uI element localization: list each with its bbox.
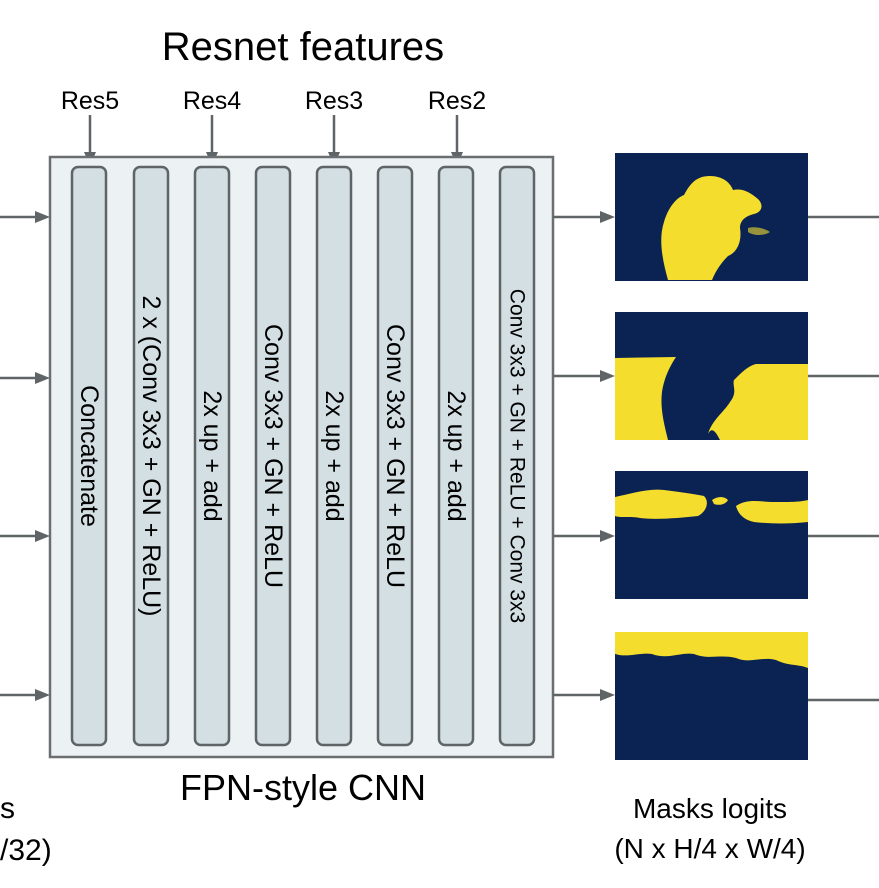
mask-logits-images — [615, 153, 808, 760]
column-upsample-3 — [437, 165, 475, 747]
mask-image-1 — [615, 153, 808, 281]
input-arrows — [0, 211, 50, 701]
input-arrow-2-head — [35, 372, 50, 384]
input-arrow-4-head — [35, 689, 50, 701]
column-concatenate — [70, 165, 108, 747]
mask-1-foreground-fragment — [748, 227, 770, 235]
mask-2-foreground-right — [708, 364, 808, 440]
column-conv-block-2 — [254, 165, 292, 747]
diagram-title: Resnet features — [162, 25, 444, 69]
mask-image-3 — [615, 471, 808, 599]
fpn-columns — [70, 165, 536, 747]
mask-3-foreground-right — [736, 500, 808, 524]
mask-2-foreground-left — [615, 357, 676, 440]
column-label-upsample-3: 2x up + add — [442, 390, 470, 521]
column-upsample-1 — [193, 165, 231, 747]
masks-caption-line-1: Masks logits — [633, 793, 787, 824]
mask-image-4 — [615, 632, 808, 760]
output-arrow-3-head — [600, 530, 615, 542]
left-caption-line-1: s — [0, 792, 15, 825]
fpn-module-frame — [48, 155, 555, 759]
output-arrow-2-head — [600, 370, 615, 382]
column-label-conv-block-3: Conv 3x3 + GN + ReLU — [381, 324, 409, 588]
input-arrow-3-head — [35, 530, 50, 542]
mask-1-foreground — [661, 176, 762, 280]
res5-label: Res5 — [61, 87, 119, 115]
res3-label: Res3 — [305, 87, 363, 115]
input-arrow-1-head — [35, 211, 50, 223]
mask-continuation-lines — [808, 215, 879, 702]
res2-label: Res2 — [428, 87, 486, 115]
fpn-module-label: FPN-style CNN — [180, 767, 426, 808]
column-label-upsample-2: 2x up + add — [320, 390, 348, 521]
mask-4-foreground — [615, 632, 808, 668]
fpn-column-labels: Concatenate 2 x (Conv 3x3 + GN + ReLU) 2… — [75, 289, 529, 623]
mask-3-foreground-center — [712, 497, 728, 505]
mask-3-foreground-left — [615, 489, 707, 519]
output-arrow-1-head — [600, 211, 615, 223]
mask-image-2 — [615, 312, 808, 440]
column-label-concatenate: Concatenate — [75, 385, 103, 527]
column-label-upsample-1: 2x up + add — [198, 390, 226, 521]
column-conv-block-1 — [132, 165, 170, 747]
left-caption-line-2: /32) — [0, 834, 52, 867]
output-arrows — [553, 211, 615, 701]
column-conv-block-3 — [376, 165, 414, 747]
column-label-conv-block-2: Conv 3x3 + GN + ReLU — [259, 324, 287, 588]
output-arrow-4-head — [600, 689, 615, 701]
masks-caption-line-2: (N x H/4 x W/4) — [614, 833, 805, 864]
mask-3-background — [615, 471, 808, 599]
column-upsample-2 — [315, 165, 353, 747]
column-label-conv-block-1: 2 x (Conv 3x3 + GN + ReLU) — [137, 296, 165, 617]
res4-label: Res4 — [183, 87, 241, 115]
column-label-conv-block-4: Conv 3x3 + GN + ReLU + Conv 3x3 — [506, 289, 529, 623]
column-conv-block-4 — [498, 165, 536, 747]
